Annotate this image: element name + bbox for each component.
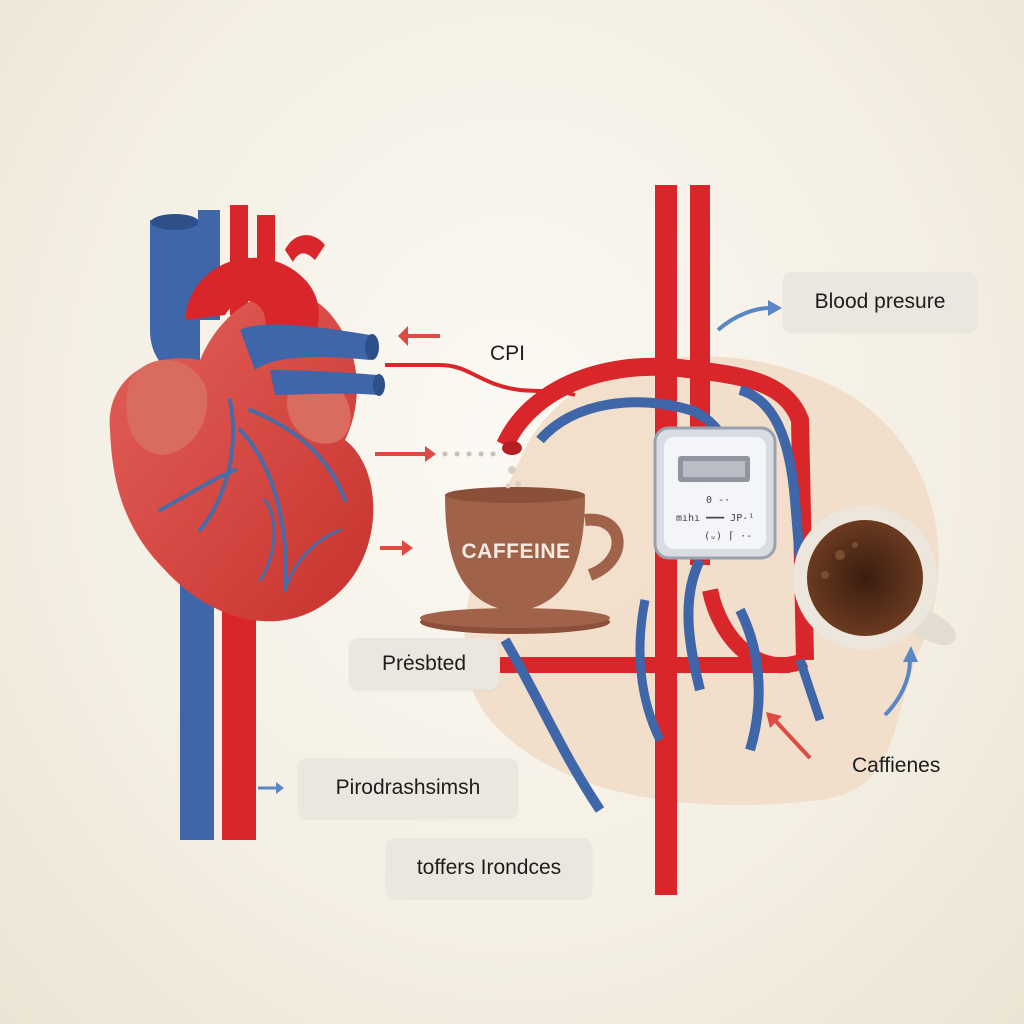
pirodrashsimsh-label: Pirodrashsimsh	[298, 758, 518, 818]
caffeine-cup	[420, 466, 624, 634]
heart-illustration	[109, 257, 385, 622]
blood-pressure-arrow-icon	[716, 306, 771, 332]
meter-line-1: 0 -·	[706, 495, 731, 506]
meter-line-2: mıhı ━━━ JP-¹	[676, 513, 755, 524]
toffers-label: toffers Irondces	[386, 838, 592, 898]
cup-caffeine-label: CAFFEINE	[461, 540, 571, 563]
cpi-label: CPI	[490, 342, 526, 365]
blood-pressure-label: Blood presure	[783, 272, 977, 332]
cpi-connector	[385, 363, 576, 397]
meter-readout: 0 -· mıhı ━━━ JP-¹ (ᵤ) ⌈ ·-	[668, 492, 768, 546]
coffee-mug-top	[793, 506, 956, 650]
caffienes-up-arrow-icon	[883, 659, 912, 717]
meter-line-3: (ᵤ) ⌈ ·-	[704, 531, 753, 542]
prebted-label: Prėsbted	[349, 638, 499, 690]
left-descending-vessels	[180, 540, 256, 840]
caffienes-label: Caffienes	[852, 754, 941, 777]
background-blob	[464, 356, 939, 806]
pressure-meter	[653, 426, 777, 560]
arrows	[258, 300, 918, 794]
